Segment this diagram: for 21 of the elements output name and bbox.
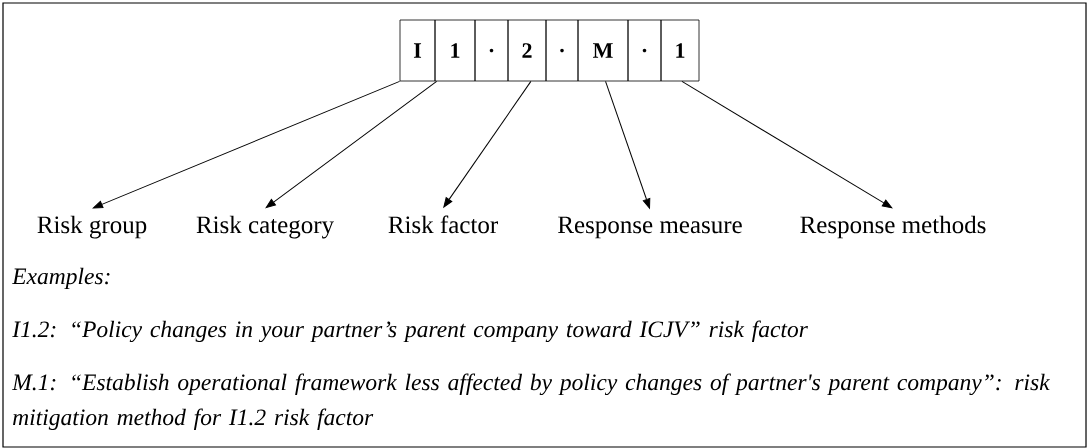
category-label: Risk group [37,215,147,239]
arrow [92,80,401,209]
code-cell: M [577,19,629,82]
code-cell: . [474,19,509,82]
category-label: Risk category [196,215,334,239]
code-cell: I [399,19,436,82]
arrow [265,80,438,209]
code-cell: . [545,19,579,82]
example-text: Examples: [11,267,110,289]
category-label: Risk factor [388,215,498,234]
category-label: Response measure [558,216,742,239]
arrow [681,80,893,209]
example-text: M.1: “Establish operational framework less affected by policy changes of partner's parent company”: risk mitigation method for I1.2 risk factor [11,373,1050,430]
arrow [443,80,532,208]
code-cell: 1 [660,19,700,82]
code-cell: 2 [507,19,547,82]
example-text: I1.2: “Policy changes in your partner’s parent company toward ICJV” risk factor [12,320,808,343]
category-label: Response methods [800,215,986,239]
arrow [605,80,651,209]
code-cell: . [627,19,662,82]
code-cell: 1 [434,19,476,82]
